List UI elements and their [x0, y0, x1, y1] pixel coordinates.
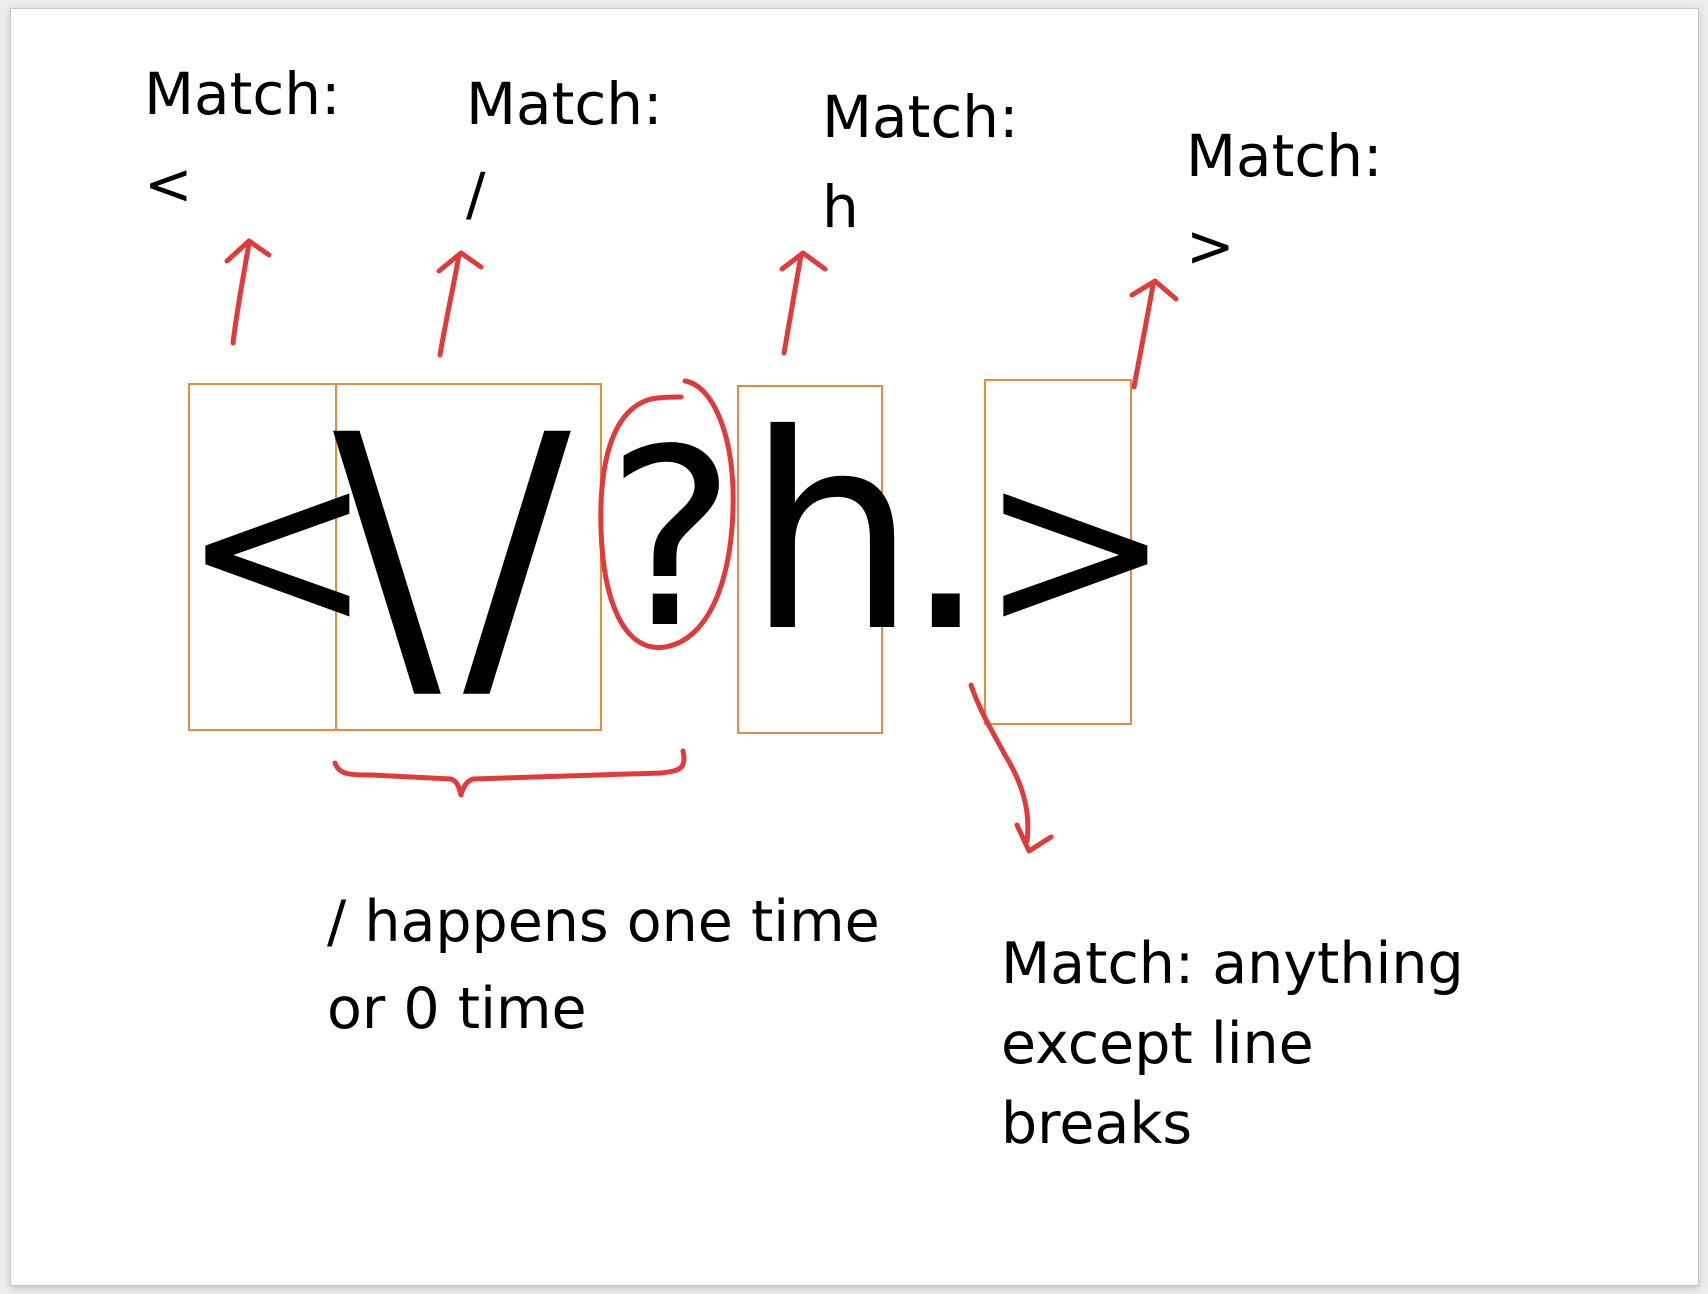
match-label-title: Match: [1186, 122, 1383, 190]
regex-char-slash: / [463, 368, 571, 740]
arrow-up-less-than [230, 240, 252, 346]
note-line: or 0 time [327, 976, 587, 1042]
arrow-head-h [779, 250, 828, 272]
regex-char-dot: . [903, 376, 989, 691]
arrow-up-greater-than [1131, 282, 1156, 390]
regex-char-greater-than: > [979, 415, 1172, 682]
regex-char-less-than: < [181, 415, 374, 682]
regex-char-question: ? [606, 397, 737, 682]
brace-under-optional [332, 748, 687, 798]
arrow-up-slash [437, 252, 462, 358]
note-line: breaks [1001, 1091, 1193, 1157]
match-label-value: > [1186, 212, 1235, 280]
match-label-title: Match: [466, 70, 663, 138]
regex-char-backslash: \ [333, 368, 441, 740]
arrow-head-slash [436, 250, 484, 274]
box-greater-than [984, 379, 1132, 725]
match-label-title: Match: [144, 60, 341, 128]
match-label-slash: Match: / [466, 59, 663, 239]
match-label-greater-than: Match: > [1186, 111, 1383, 291]
slide-canvas: Match: < Match: / Match: h Match: > < \ … [10, 8, 1699, 1286]
arrow-up-h [781, 252, 804, 356]
note-dot-meaning: Match: anything except line breaks [1001, 924, 1464, 1164]
match-label-title: Match: [822, 83, 1019, 151]
regex-char-h: h [746, 376, 918, 691]
match-label-h: Match: h [822, 72, 1019, 252]
note-line: / happens one time [327, 889, 880, 955]
arrow-head-dot [1014, 822, 1054, 854]
match-label-value: / [466, 160, 486, 228]
match-label-value: < [144, 150, 193, 218]
arrow-head-greater-than [1129, 278, 1179, 302]
note-line: Match: anything [1001, 931, 1464, 997]
match-label-value: h [822, 173, 859, 241]
note-optional-slash: / happens one time or 0 time [327, 879, 880, 1053]
match-label-less-than: Match: < [144, 49, 341, 229]
box-h [737, 385, 883, 734]
arrow-head-less-than [224, 238, 272, 264]
note-line: except line [1001, 1011, 1314, 1077]
